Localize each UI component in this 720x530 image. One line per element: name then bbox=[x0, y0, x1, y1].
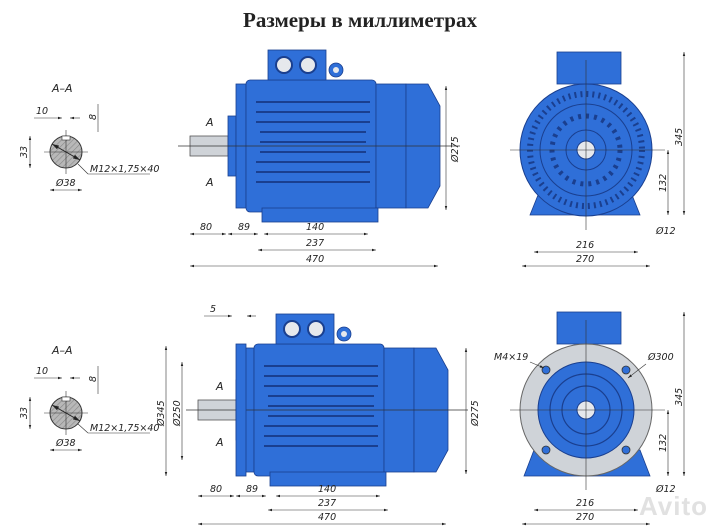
svg-text:89: 89 bbox=[246, 484, 258, 495]
svg-text:Ø300: Ø300 bbox=[647, 352, 674, 363]
svg-text:80: 80 bbox=[210, 484, 222, 495]
svg-text:A–A: A–A bbox=[51, 344, 73, 357]
svg-text:345: 345 bbox=[674, 388, 685, 406]
svg-text:A: A bbox=[215, 436, 224, 449]
svg-text:M12×1,75×40: M12×1,75×40 bbox=[90, 164, 159, 175]
svg-text:345: 345 bbox=[674, 128, 685, 146]
svg-text:Ø275: Ø275 bbox=[450, 136, 461, 163]
svg-text:Ø12: Ø12 bbox=[655, 226, 676, 237]
side-view-flange-motor: 5 Ø345 Ø250 A A Ø275 80 89 140 237 470 bbox=[156, 304, 481, 526]
svg-text:237: 237 bbox=[306, 238, 324, 249]
front-view-flange-motor: M4×19 Ø300 345 132 Ø12 216 270 bbox=[494, 311, 686, 526]
svg-text:M12×1,75×40: M12×1,75×40 bbox=[90, 423, 159, 434]
svg-text:8: 8 bbox=[88, 114, 99, 120]
svg-text:33: 33 bbox=[19, 146, 30, 158]
svg-text:A: A bbox=[205, 116, 214, 129]
svg-text:270: 270 bbox=[576, 254, 594, 265]
svg-text:140: 140 bbox=[306, 222, 324, 233]
svg-text:89: 89 bbox=[238, 222, 250, 233]
svg-text:Ø275: Ø275 bbox=[470, 400, 481, 427]
svg-text:10: 10 bbox=[36, 106, 48, 117]
svg-text:470: 470 bbox=[306, 254, 324, 265]
svg-text:132: 132 bbox=[658, 434, 669, 452]
avito-watermark: Avito bbox=[638, 491, 708, 521]
svg-text:237: 237 bbox=[318, 498, 336, 509]
svg-text:216: 216 bbox=[576, 498, 594, 509]
svg-text:8: 8 bbox=[88, 376, 99, 382]
svg-text:M4×19: M4×19 bbox=[494, 352, 528, 363]
svg-text:Ø38: Ø38 bbox=[55, 178, 76, 189]
svg-text:132: 132 bbox=[658, 174, 669, 192]
svg-text:A: A bbox=[205, 176, 214, 189]
svg-text:A: A bbox=[215, 380, 224, 393]
svg-text:5: 5 bbox=[210, 304, 216, 315]
svg-text:33: 33 bbox=[19, 407, 30, 419]
page-title: Размеры в миллиметрах bbox=[243, 8, 477, 32]
svg-text:Ø12: Ø12 bbox=[655, 484, 676, 495]
svg-text:Ø250: Ø250 bbox=[172, 400, 183, 427]
svg-text:470: 470 bbox=[318, 512, 336, 523]
svg-text:Ø345: Ø345 bbox=[156, 400, 167, 427]
section-a-a-top: A–A 10 8 33 Ø38 M12×1,75×40 bbox=[19, 82, 159, 192]
section-label: A–A bbox=[51, 82, 73, 95]
front-view-foot-motor: 345 132 Ø12 216 270 bbox=[510, 51, 686, 268]
svg-text:10: 10 bbox=[36, 366, 48, 377]
side-view-foot-motor: A A Ø275 80 89 140 237 470 bbox=[177, 49, 461, 268]
svg-text:80: 80 bbox=[200, 222, 212, 233]
section-a-a-bottom: A–A 10 8 33 Ø38 M12×1,75×40 bbox=[19, 344, 159, 452]
svg-text:216: 216 bbox=[576, 240, 594, 251]
svg-text:140: 140 bbox=[318, 484, 336, 495]
svg-text:270: 270 bbox=[576, 512, 594, 523]
svg-text:Ø38: Ø38 bbox=[55, 438, 76, 449]
